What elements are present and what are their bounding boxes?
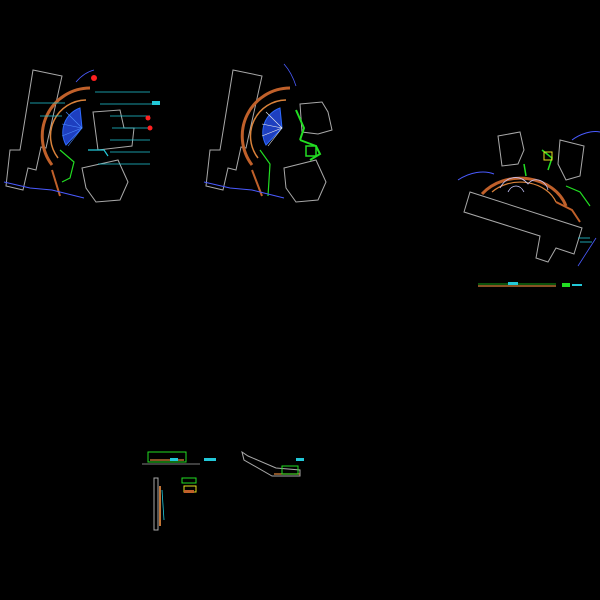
marker-red <box>91 75 97 81</box>
curved-walkway <box>480 176 568 207</box>
detail-block <box>153 477 159 531</box>
detail-group <box>142 450 304 531</box>
curved-walkway <box>240 86 291 166</box>
building-outline <box>463 191 583 263</box>
scale-label <box>578 237 592 243</box>
building-outline <box>283 159 327 203</box>
marker-red <box>147 125 153 131</box>
curved-walkway <box>49 99 87 159</box>
building-outline <box>557 139 585 181</box>
detail-block <box>147 451 187 463</box>
building-outline <box>5 69 63 191</box>
site-boundary <box>571 131 600 141</box>
building-outline <box>497 131 525 167</box>
marker-red <box>145 115 151 121</box>
site-plan-annotated <box>3 69 160 203</box>
site-plan-layout <box>203 63 333 203</box>
site-plan-rotated <box>457 131 600 267</box>
site-boundary <box>203 181 285 199</box>
detail-block <box>241 450 301 477</box>
building-outline <box>81 159 129 203</box>
site-boundary <box>3 181 85 199</box>
leader-lines <box>30 91 158 165</box>
pool-area <box>62 107 83 146</box>
building-outline <box>205 69 263 191</box>
curved-walkway <box>40 86 91 166</box>
elevation-strip <box>478 282 582 287</box>
pool-area <box>262 107 283 146</box>
